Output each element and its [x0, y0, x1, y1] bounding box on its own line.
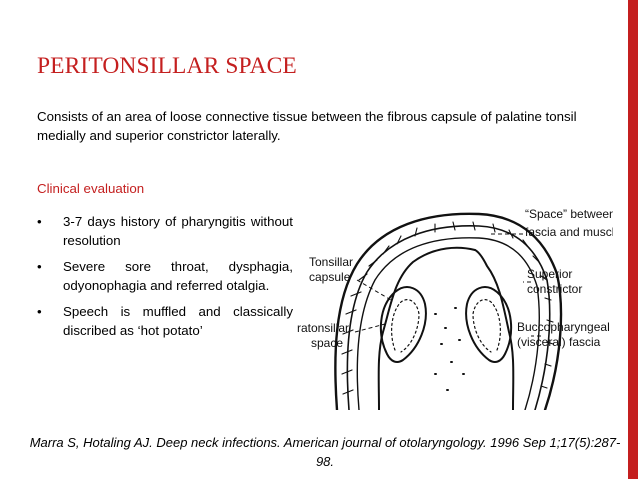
peritonsillar-diagram: Tonsillar capsule ratonsillar space “Spa… — [295, 204, 613, 410]
bullet-item: • Speech is muffled and classically disc… — [37, 303, 293, 340]
peritonsillar-space-label: ratonsillar — [297, 321, 349, 335]
space-between-label: “Space” between — [525, 207, 613, 221]
buccopharyngeal-fascia-label: Buccopharyngeal — [517, 320, 610, 334]
bullet-text: Speech is muffled and classically discri… — [63, 304, 293, 338]
accent-bar — [628, 0, 638, 479]
superior-constrictor-label: Superior — [527, 267, 572, 281]
bullet-item: • Severe sore throat, dysphagia, odyonop… — [37, 258, 293, 295]
pharynx-drawing — [334, 212, 563, 410]
superior-constrictor-label-line2: constrictor — [527, 282, 582, 296]
section-heading: Clinical evaluation — [37, 181, 145, 196]
intro-paragraph: Consists of an area of loose connective … — [37, 109, 577, 143]
slide-title: PERITONSILLAR SPACE — [37, 53, 297, 79]
space-between-label-line2: fascia and muscle — [525, 225, 613, 239]
bullet-icon: • — [37, 259, 42, 274]
bullet-icon: • — [37, 304, 42, 319]
bullet-text: 3-7 days history of pharyngitis without … — [63, 214, 293, 248]
bullet-icon: • — [37, 214, 42, 229]
citation: Marra S, Hotaling AJ. Deep neck infectio… — [29, 435, 621, 469]
leader-lines — [354, 233, 541, 337]
bullet-text: Severe sore throat, dysphagia, odyonopha… — [63, 259, 293, 293]
bullet-item: • 3-7 days history of pharyngitis withou… — [37, 213, 293, 250]
tonsillar-capsule-label: Tonsillar — [309, 255, 353, 269]
bullet-list: • 3-7 days history of pharyngitis withou… — [37, 213, 293, 348]
tonsillar-capsule-label-line2: capsule — [309, 270, 351, 284]
peritonsillar-space-label-line2: space — [311, 336, 343, 350]
buccopharyngeal-fascia-label-line2: (visceral) fascia — [517, 335, 601, 349]
